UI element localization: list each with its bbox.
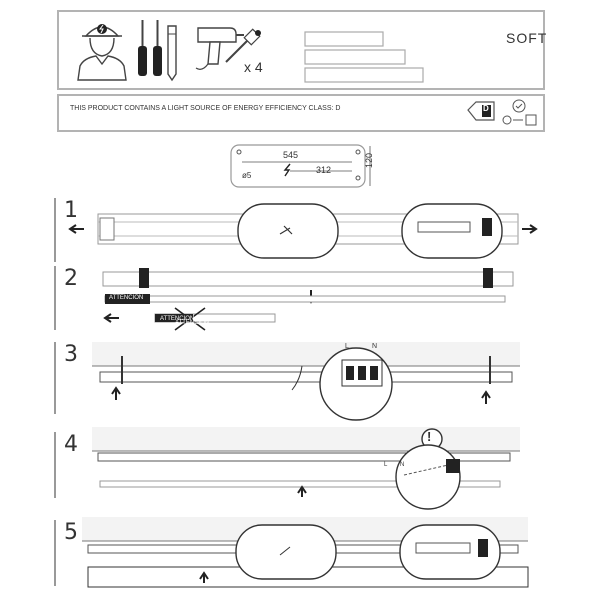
tools-header-box bbox=[57, 10, 545, 90]
step-2-divider bbox=[54, 266, 56, 330]
attention-label-2: ATTENCION bbox=[160, 316, 195, 322]
step-5-divider bbox=[54, 520, 56, 586]
terminal-l-label: L bbox=[345, 343, 349, 350]
quantity-label: x 4 bbox=[244, 59, 263, 75]
step-3-mounting bbox=[92, 342, 520, 421]
drill-icon bbox=[195, 27, 244, 70]
step-1-divider bbox=[54, 198, 56, 262]
step-4-tube-install bbox=[92, 427, 520, 510]
dimension-length: 545 bbox=[283, 150, 299, 160]
terminal-n-label: N bbox=[372, 343, 378, 350]
electrician-icon bbox=[77, 24, 127, 81]
dimension-plate bbox=[230, 144, 371, 188]
attention-label-3: ATTENCION bbox=[175, 320, 210, 326]
warning-mark: ! bbox=[427, 429, 432, 444]
step-3-number: 3 bbox=[64, 342, 78, 367]
step-4-divider bbox=[54, 432, 56, 498]
energy-class-letter: D bbox=[483, 104, 489, 113]
step-5-cover-install bbox=[82, 517, 529, 588]
attention-label-1: ATTENCION bbox=[109, 295, 144, 301]
profile-parts-icon bbox=[304, 31, 424, 83]
dimension-hole: ø5 bbox=[242, 171, 252, 180]
model-name: SOFT bbox=[506, 30, 548, 46]
dimension-spacing: 312 bbox=[316, 165, 332, 175]
step-3-divider bbox=[54, 342, 56, 414]
step-2-tube-removal bbox=[102, 268, 514, 331]
screw-plug-icon bbox=[225, 28, 261, 63]
dimension-height: 120 bbox=[364, 152, 374, 168]
recycle-settings-icon bbox=[502, 99, 537, 126]
step-1-fixture bbox=[68, 203, 538, 259]
screwdriver-icon bbox=[138, 20, 177, 82]
step-5-number: 5 bbox=[64, 520, 78, 545]
energy-label-icon bbox=[467, 101, 495, 121]
terminal-n-label-2: N bbox=[400, 462, 405, 468]
terminal-l-label-2: L bbox=[384, 462, 388, 468]
energy-notice-text: THIS PRODUCT CONTAINS A LIGHT SOURCE OF … bbox=[70, 105, 341, 112]
energy-notice-box bbox=[57, 94, 545, 132]
step-2-number: 2 bbox=[64, 266, 78, 291]
step-4-number: 4 bbox=[64, 432, 78, 457]
step-1-number: 1 bbox=[64, 198, 78, 223]
